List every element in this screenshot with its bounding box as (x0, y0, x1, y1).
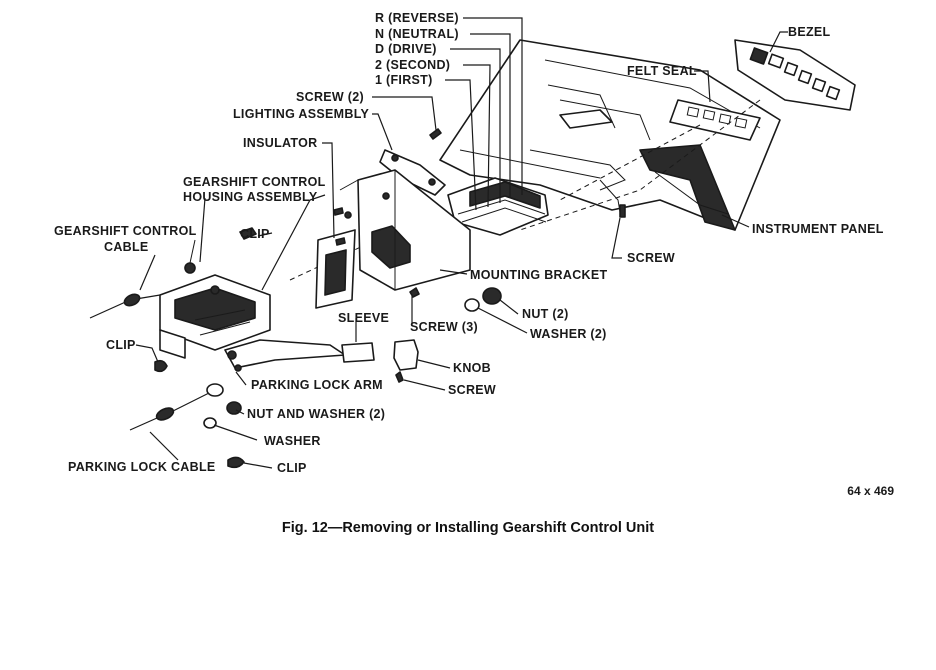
label-bezel: BEZEL (788, 25, 831, 39)
screw-bracket-left-drawing (333, 207, 344, 216)
label-screw-3: SCREW (3) (410, 320, 478, 334)
label-parking-lock-cable: PARKING LOCK CABLE (68, 460, 216, 474)
label-clip-top: CLIP (240, 227, 270, 241)
label-instrument-panel: INSTRUMENT PANEL (752, 222, 884, 236)
lighting-assembly-drawing (379, 128, 446, 196)
label-housing-line1: GEARSHIFT CONTROL (183, 175, 326, 189)
label-1-first: 1 (FIRST) (375, 73, 433, 87)
label-screw-right: SCREW (627, 251, 675, 265)
indicator-quadrant-drawing (447, 177, 549, 236)
label-nut-and-washer-2: NUT AND WASHER (2) (247, 407, 385, 421)
screw-mount-drawing (409, 287, 420, 298)
label-housing-line2: HOUSING ASSEMBLY (183, 190, 318, 204)
label-d-drive: D (DRIVE) (375, 42, 437, 56)
clip-left-drawing (154, 359, 168, 373)
label-2-second: 2 (SECOND) (375, 58, 450, 72)
screw-panel-drawing (619, 204, 626, 218)
label-washer: WASHER (264, 434, 321, 448)
figure-caption: Fig. 12—Removing or Installing Gearshift… (282, 520, 654, 536)
label-felt-seal: FELT SEAL (627, 64, 697, 78)
label-knob: KNOB (453, 361, 491, 375)
label-n-neutral: N (NEUTRAL) (375, 27, 459, 41)
felt-seal-drawing (669, 99, 761, 141)
washer-lower-drawing (203, 417, 217, 429)
label-lighting-assembly: LIGHTING ASSEMBLY (233, 107, 369, 121)
parking-lock-arm-drawing (224, 339, 346, 372)
parking-lock-cable-drawing (129, 383, 224, 431)
label-sleeve: SLEEVE (338, 311, 389, 325)
mounting-bracket-drawing (315, 169, 471, 309)
knob-drawing (393, 339, 419, 383)
label-parking-lock-arm: PARKING LOCK ARM (251, 378, 383, 392)
label-screw-2: SCREW (2) (296, 90, 364, 104)
housing-assembly-drawing (159, 239, 271, 359)
label-cable-line2: CABLE (104, 240, 149, 254)
nut-and-washer-drawing (226, 401, 242, 415)
clip-bottom-drawing (227, 456, 245, 469)
reference-number: 64 x 469 (847, 484, 894, 498)
sleeve-drawing (341, 342, 375, 363)
label-r-reverse: R (REVERSE) (375, 11, 459, 25)
label-screw-knob: SCREW (448, 383, 496, 397)
leader-lines (135, 17, 788, 469)
label-washer-2: WASHER (2) (530, 327, 607, 341)
screw-bracket-mid-drawing (335, 237, 346, 246)
label-cable-line1: GEARSHIFT CONTROL (54, 224, 197, 238)
label-nut-2: NUT (2) (522, 307, 569, 321)
instrument-panel-drawing (439, 39, 781, 231)
label-mounting-bracket: MOUNTING BRACKET (470, 268, 607, 282)
label-insulator: INSULATOR (243, 136, 317, 150)
washer-drawing (464, 298, 480, 312)
bezel-drawing (734, 39, 856, 111)
gearshift-cable-drawing (89, 227, 257, 319)
illustration (89, 39, 856, 469)
label-clip-left: CLIP (106, 338, 136, 352)
nut-drawing (482, 287, 502, 305)
label-clip-bottom: CLIP (277, 461, 307, 475)
callout-labels: R (REVERSE) N (NEUTRAL) D (DRIVE) 2 (SEC… (54, 11, 884, 475)
